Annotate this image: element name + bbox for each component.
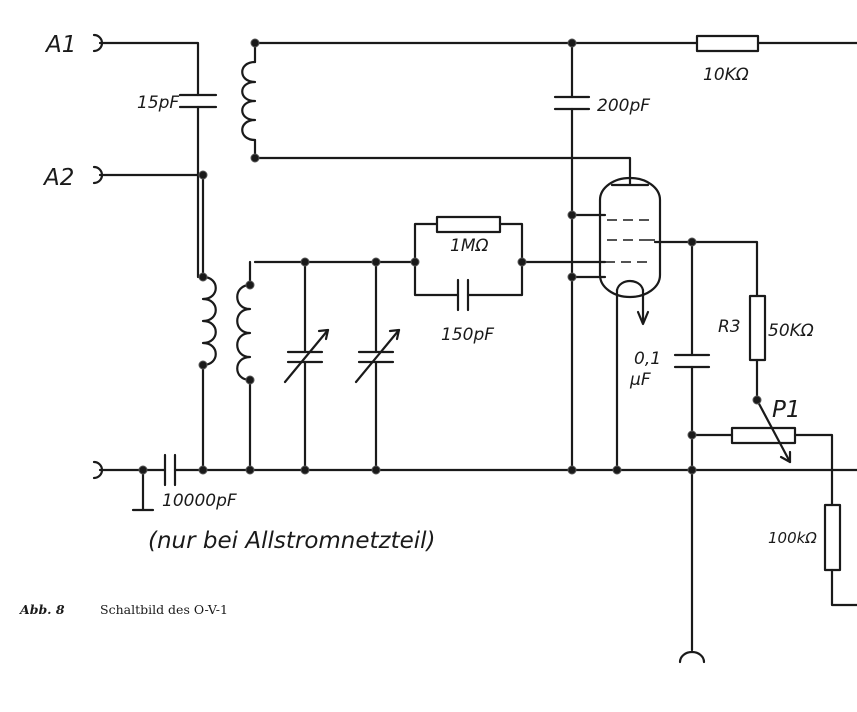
inductor-tuning: [236, 283, 252, 382]
resistor-r3-50k: [748, 294, 767, 362]
label-01uf-value: 0,1: [634, 349, 661, 369]
terminal-a2: [92, 165, 104, 185]
label-01uf-unit: μF: [629, 370, 651, 390]
label-10k: 10KΩ: [703, 65, 749, 85]
capacitor-10000pf: [163, 453, 177, 487]
capacitor-01uf: [673, 353, 711, 369]
vacuum-tube: [598, 176, 662, 326]
capacitor-200pf: [553, 95, 591, 111]
variable-capacitor-1: [283, 328, 330, 384]
inductor-reaction: [241, 60, 257, 142]
potentiometer-p1: [730, 398, 797, 464]
label-p1: P1: [772, 397, 801, 423]
note-allstrom: (nur bei Allstromnetzteil): [148, 528, 436, 554]
label-150pf: 150pF: [441, 325, 494, 345]
terminal-ground: [92, 460, 104, 480]
label-50k: 50KΩ: [768, 321, 814, 341]
resistor-100k: [823, 503, 842, 572]
terminal-a1: [92, 33, 104, 53]
wires: [98, 41, 857, 664]
label-a2: A2: [42, 165, 74, 191]
label-200pf: 200pF: [597, 96, 650, 116]
label-15pf: 15pF: [137, 93, 179, 113]
label-1m: 1MΩ: [450, 236, 488, 256]
caption-text: Schaltbild des O-V-1: [100, 602, 228, 617]
junction-dots: [138, 38, 762, 475]
capacitor-15pf: [178, 93, 218, 109]
label-100k: 100kΩ: [768, 529, 817, 547]
variable-capacitor-2: [354, 328, 401, 384]
resistor-1m: [435, 215, 502, 234]
caption-prefix: Abb. 8: [19, 602, 65, 617]
inductor-antenna: [201, 275, 217, 367]
capacitor-150pf: [456, 278, 470, 312]
resistor-10k: [695, 34, 760, 53]
label-10000pf: 10000pF: [162, 491, 237, 511]
label-r3: R3: [718, 317, 741, 337]
label-a1: A1: [44, 32, 76, 58]
